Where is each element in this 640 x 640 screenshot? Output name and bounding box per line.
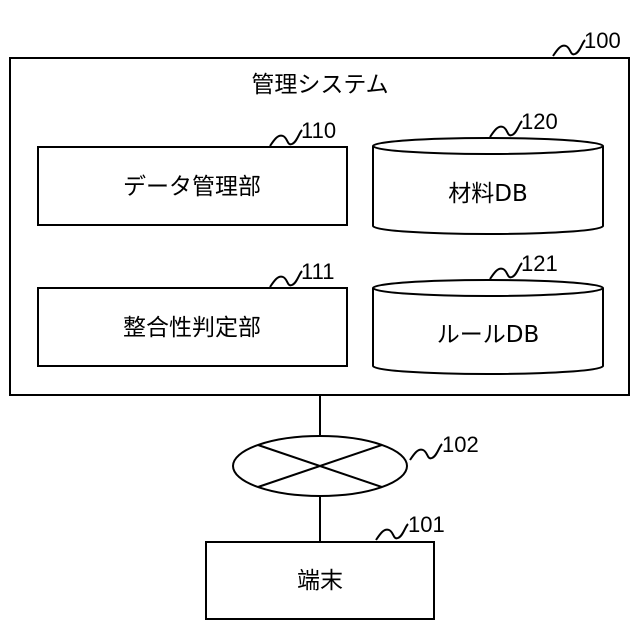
material-db-ref: 120: [521, 109, 558, 134]
terminal-ref: 101: [408, 512, 445, 537]
data-manager-ref: 110: [301, 118, 336, 143]
consistency-checker-ref: 111: [301, 259, 334, 284]
management-system-leader-line: [553, 40, 585, 56]
management-system-ref: 100: [584, 28, 621, 53]
rule-db-top: [373, 280, 603, 296]
material-db-top: [373, 138, 603, 154]
terminal-unit: 端末 101: [206, 512, 445, 619]
network-leader-line: [410, 444, 442, 460]
rule-db-label: ルールDB: [437, 322, 540, 348]
data-manager-label: データ管理部: [123, 174, 261, 200]
network-ref: 102: [442, 432, 479, 457]
network-unit: 102: [233, 432, 479, 496]
management-system-title: 管理システム: [251, 72, 388, 98]
material-db-label: 材料DB: [448, 181, 528, 207]
rule-db-ref: 121: [521, 251, 558, 276]
terminal-leader-line: [376, 524, 408, 540]
consistency-checker-label: 整合性判定部: [123, 315, 261, 341]
terminal-label: 端末: [297, 568, 343, 594]
